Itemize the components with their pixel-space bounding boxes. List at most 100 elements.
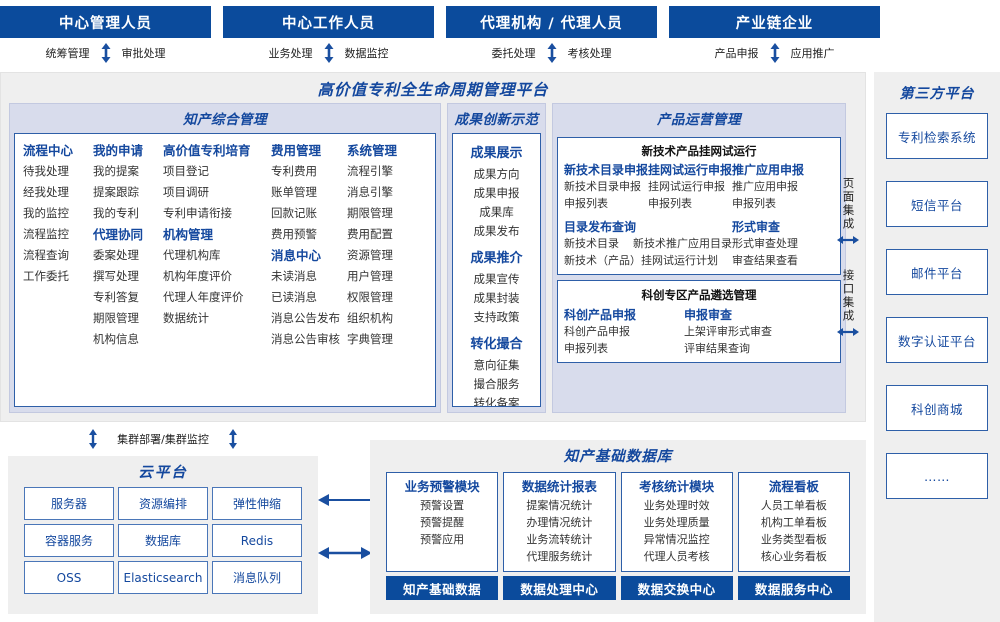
third-party-item-1[interactable]: 短信平台 [886,181,988,227]
db-item-1-1[interactable]: 办理情况统计 [526,516,593,529]
cloud-cell-4[interactable]: 数据库 [118,524,208,557]
ip-item-4-0-4[interactable]: 资源管理 [347,248,393,262]
achv-item-1-1[interactable]: 成果封装 [473,291,520,305]
pops-item-1-1[interactable]: 申报列表 [648,197,692,210]
ip-item-3-0-2[interactable]: 回款记账 [271,206,317,220]
catalog-item-new-tech[interactable]: 新技术目录 [564,237,619,250]
formal-review-item-0[interactable]: 形式审查处理 [732,237,798,250]
db-item-3-3[interactable]: 核心业务看板 [760,550,827,563]
ip-item-0-0-2[interactable]: 我的监控 [23,206,69,220]
catalog-item-promotion[interactable]: 新技术推广应用目录 [633,237,732,250]
third-party-item-0[interactable]: 专利检索系统 [886,113,988,159]
ip-item-0-0-5[interactable]: 工作委托 [23,269,69,283]
achv-item-0-2[interactable]: 成果库 [479,205,514,219]
ip-item-1-0-2[interactable]: 我的专利 [93,206,139,220]
role-box-3[interactable]: 产业链企业 [669,6,880,38]
ip-item-4-0-1[interactable]: 消息引擎 [347,185,393,199]
ip-item-4-0-2[interactable]: 期限管理 [347,206,393,220]
achv-item-0-3[interactable]: 成果发布 [473,224,520,238]
ip-item-4-0-6[interactable]: 权限管理 [347,290,393,304]
role-box-1[interactable]: 中心工作人员 [223,6,434,38]
achv-item-1-0[interactable]: 成果宣传 [473,272,520,286]
cloud-cell-5[interactable]: Redis [212,524,302,557]
role-box-0[interactable]: 中心管理人员 [0,6,211,38]
ip-item-1-0-1[interactable]: 提案跟踪 [93,185,139,199]
ip-item-2-1-1[interactable]: 机构年度评价 [163,269,232,283]
ip-item-4-0-5[interactable]: 用户管理 [347,269,393,283]
ip-item-4-0-8[interactable]: 字典管理 [347,332,393,346]
ip-item-3-0-0[interactable]: 专利费用 [271,164,317,178]
db-item-2-3[interactable]: 代理人员考核 [643,550,710,563]
third-party-item-5[interactable]: …… [886,453,988,499]
cloud-cell-1[interactable]: 资源编排 [118,487,208,520]
ip-item-1-0-0[interactable]: 我的提案 [93,164,139,178]
ip-item-1-1-2[interactable]: 专利答复 [93,290,139,304]
kechuang-declare-item-0[interactable]: 科创产品申报 [564,325,630,338]
cloud-cell-2[interactable]: 弹性伸缩 [212,487,302,520]
db-item-0-0[interactable]: 预警设置 [420,499,465,512]
db-item-3-2[interactable]: 业务类型看板 [760,533,827,546]
db-item-2-1[interactable]: 业务处理质量 [643,516,710,529]
db-item-2-2[interactable]: 异常情况监控 [643,533,710,546]
ip-item-0-0-1[interactable]: 经我处理 [23,185,69,199]
third-party-item-4[interactable]: 科创商城 [886,385,988,431]
db-item-1-2[interactable]: 业务流转统计 [526,533,593,546]
ip-item-2-0-2[interactable]: 专利申请衔接 [163,206,232,220]
ip-item-4-0-7[interactable]: 组织机构 [347,311,393,325]
achv-item-2-0[interactable]: 意向征集 [473,358,520,372]
kechuang-declare-item-1[interactable]: 申报列表 [564,342,608,355]
ip-item-3-1-0[interactable]: 未读消息 [271,269,317,283]
db-footer-2[interactable]: 数据交换中心 [620,576,733,600]
ip-item-0-0-3[interactable]: 流程监控 [23,227,69,241]
db-item-3-0[interactable]: 人员工单看板 [760,499,827,512]
db-footer-0[interactable]: 知产基础数据 [386,576,499,600]
ip-item-2-1-2[interactable]: 代理人年度评价 [163,290,244,304]
pops-item-0-0[interactable]: 新技术目录申报 [564,180,641,193]
ip-item-4-0-0[interactable]: 流程引擎 [347,164,393,178]
formal-review-item-1[interactable]: 审查结果查看 [732,254,798,267]
third-party-item-3[interactable]: 数字认证平台 [886,317,988,363]
ip-item-3-0-1[interactable]: 账单管理 [271,185,317,199]
ip-item-0-0-0[interactable]: 待我处理 [23,164,69,178]
db-footer-3[interactable]: 数据服务中心 [737,576,850,600]
third-party-item-2[interactable]: 邮件平台 [886,249,988,295]
ip-item-3-1-3[interactable]: 消息公告审核 [271,332,340,346]
ip-item-3-0-3[interactable]: 费用预警 [271,227,317,241]
kechuang-review-item-0[interactable]: 上架评审形式审查 [684,325,772,338]
db-item-0-1[interactable]: 预警提醒 [420,516,465,529]
pops-item-1-0[interactable]: 挂网试运行申报 [648,180,725,193]
achv-item-1-2[interactable]: 支持政策 [473,310,520,324]
ip-item-2-0-0[interactable]: 项目登记 [163,164,209,178]
achv-item-2-1[interactable]: 撮合服务 [473,377,520,391]
cloud-cell-7[interactable]: Elasticsearch [118,561,208,594]
ip-item-1-1-0[interactable]: 委案处理 [93,248,139,262]
ip-item-1-1-1[interactable]: 撰写处理 [93,269,139,283]
role-box-2[interactable]: 代理机构 / 代理人员 [446,6,657,38]
db-item-1-3[interactable]: 代理服务统计 [526,550,593,563]
achv-item-0-1[interactable]: 成果申报 [473,186,520,200]
kechuang-review-item-1[interactable]: 评审结果查询 [684,342,750,355]
achv-item-0-0[interactable]: 成果方向 [473,167,520,181]
cloud-cell-8[interactable]: 消息队列 [212,561,302,594]
pops-item-2-1[interactable]: 申报列表 [732,197,776,210]
ip-item-2-1-0[interactable]: 代理机构库 [163,248,221,262]
ip-item-1-1-3[interactable]: 期限管理 [93,311,139,325]
pops-item-0-1[interactable]: 申报列表 [564,197,608,210]
cloud-cell-0[interactable]: 服务器 [24,487,114,520]
ip-item-0-0-4[interactable]: 流程查询 [23,248,69,262]
achv-item-2-2[interactable]: 转化备案 [473,396,520,407]
ip-item-4-0-3[interactable]: 费用配置 [347,227,393,241]
cloud-cell-3[interactable]: 容器服务 [24,524,114,557]
db-item-2-0[interactable]: 业务处理时效 [643,499,710,512]
db-footer-1[interactable]: 数据处理中心 [503,576,616,600]
ip-item-1-1-4[interactable]: 机构信息 [93,332,139,346]
db-item-0-2[interactable]: 预警应用 [420,533,465,546]
db-item-3-1[interactable]: 机构工单看板 [760,516,827,529]
ip-item-3-1-2[interactable]: 消息公告发布 [271,311,340,325]
cloud-cell-6[interactable]: OSS [24,561,114,594]
catalog-item-trial-plan[interactable]: 新技术（产品）挂网试运行计划 [564,254,718,267]
ip-item-2-1-3[interactable]: 数据统计 [163,311,209,325]
pops-item-2-0[interactable]: 推广应用申报 [732,180,798,193]
db-item-1-0[interactable]: 提案情况统计 [526,499,593,512]
ip-item-2-0-1[interactable]: 项目调研 [163,185,209,199]
